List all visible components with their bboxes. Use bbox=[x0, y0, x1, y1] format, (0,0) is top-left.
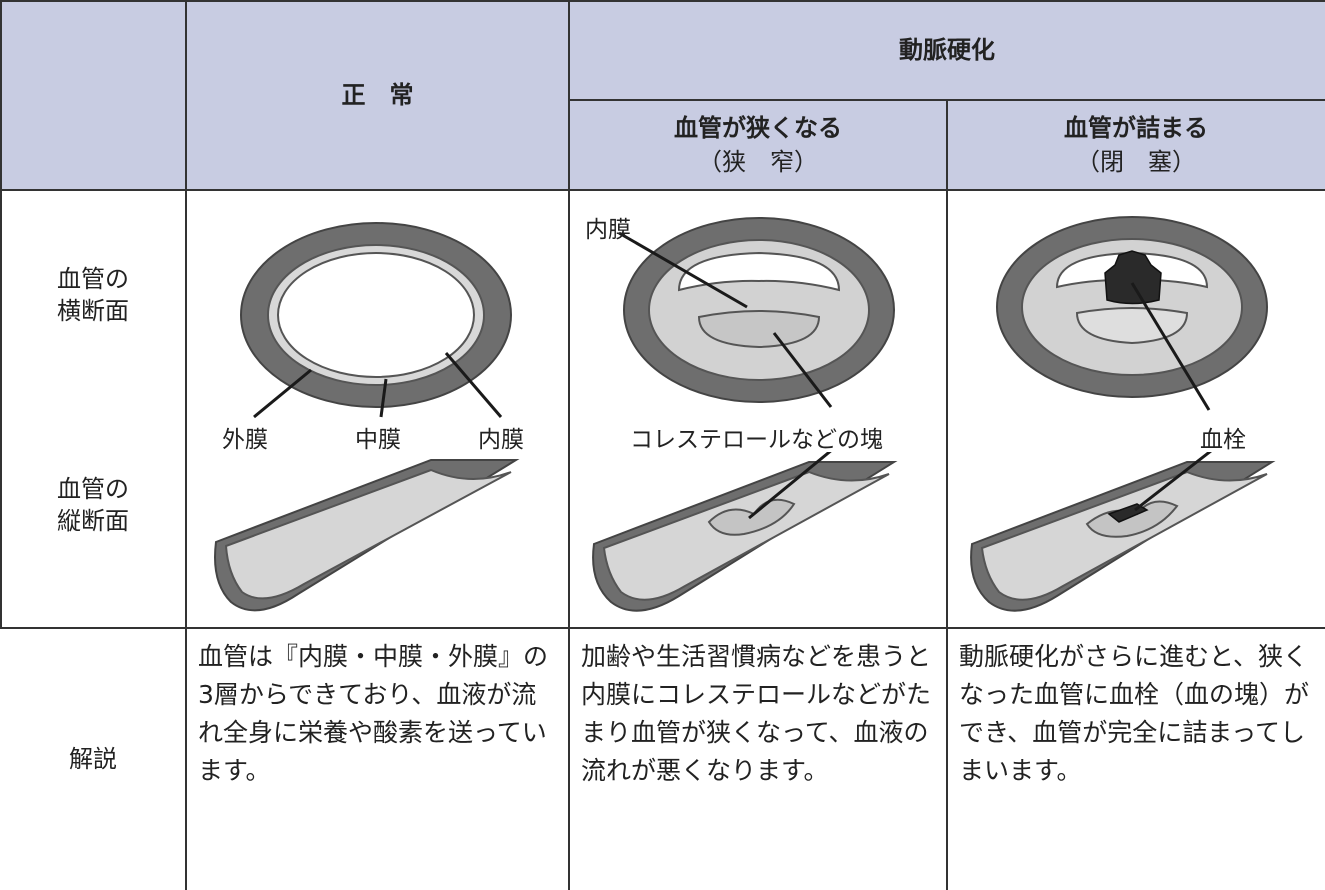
header-stenosis-line2: （狭 窄） bbox=[698, 148, 818, 176]
label-intima-normal: 内膜 bbox=[478, 427, 524, 453]
label-adventitia: 外膜 bbox=[222, 427, 268, 453]
row-label-explanation: 解説 bbox=[69, 745, 117, 773]
label-thrombus: 血栓 bbox=[1200, 427, 1246, 453]
occlusion-cross-section-diagram bbox=[996, 216, 1268, 411]
header-stenosis-line1: 血管が狭くなる bbox=[674, 114, 842, 142]
description-occlusion: 動脈硬化がさらに進むと、狭くなった血管に血栓（血の塊）ができ、血管が完全に詰まっ… bbox=[959, 642, 1310, 785]
header-occlusion-line1: 血管が詰まる bbox=[1064, 114, 1208, 142]
occlusion-longitudinal-section-diagram bbox=[970, 452, 1276, 612]
row-label-longitudinal-section: 血管の 縦断面 bbox=[57, 475, 129, 535]
header-empty-cell bbox=[0, 0, 186, 190]
label-plaque: コレステロールなどの塊 bbox=[630, 427, 883, 453]
normal-longitudinal-section-diagram bbox=[214, 459, 520, 612]
stenosis-cross-section-diagram bbox=[618, 217, 895, 408]
header-occlusion: 血管が詰まる （閉 塞） bbox=[947, 100, 1325, 190]
header-stenosis: 血管が狭くなる （狭 窄） bbox=[569, 100, 947, 190]
header-arteriosclerosis: 動脈硬化 bbox=[569, 0, 1325, 100]
header-arteriosclerosis-label: 動脈硬化 bbox=[899, 36, 995, 64]
label-media: 中膜 bbox=[355, 427, 401, 453]
header-normal: 正 常 bbox=[186, 0, 569, 190]
stenosis-longitudinal-section-diagram bbox=[592, 452, 898, 612]
row-label-cross-section: 血管の 横断面 bbox=[57, 265, 129, 325]
header-occlusion-line2: （閉 塞） bbox=[1076, 148, 1196, 176]
normal-cross-section-diagram bbox=[240, 222, 512, 419]
label-intima-stenosis: 内膜 bbox=[585, 217, 631, 243]
header-normal-label: 正 常 bbox=[341, 81, 414, 109]
description-normal: 血管は『内膜・中膜・外膜』の3層からできており、血液が流れ全身に栄養や酸素を送っ… bbox=[198, 642, 549, 785]
description-stenosis: 加齢や生活習慣病などを患うと内膜にコレステロールなどがたまり血管が狭くなって、血… bbox=[581, 642, 932, 785]
